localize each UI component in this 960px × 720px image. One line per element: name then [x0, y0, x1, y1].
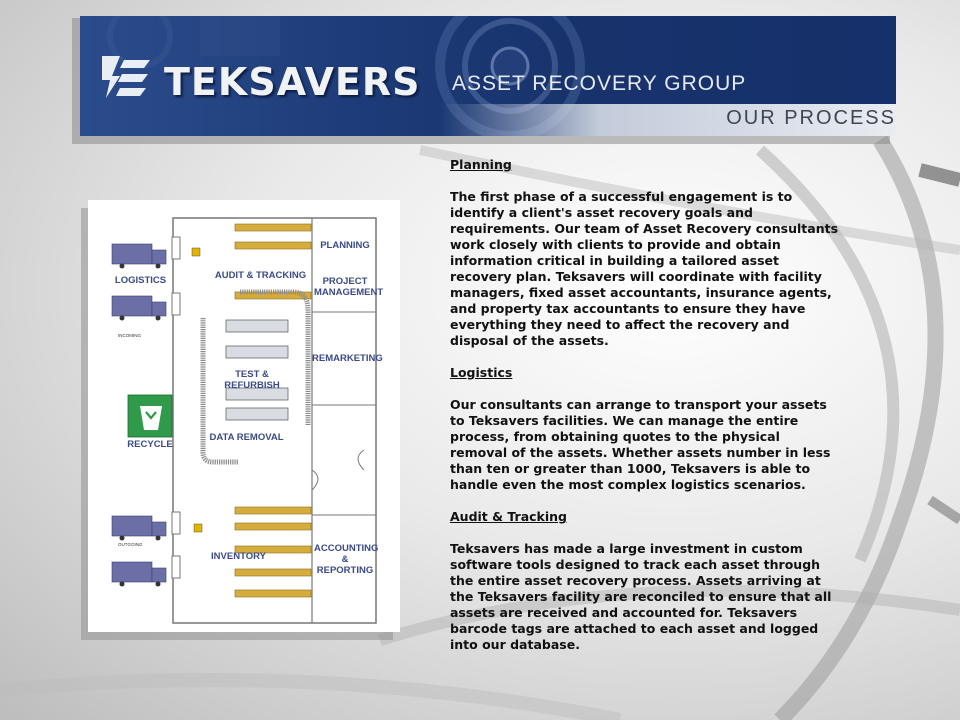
area-audit-tracking: AUDIT & TRACKING	[214, 270, 307, 281]
area-planning: PLANNING	[320, 240, 370, 251]
area-project-management: PROJECT MANAGEMENT	[314, 276, 384, 298]
heading-band	[440, 104, 896, 136]
process-content: Planning The first phase of a successful…	[450, 157, 840, 669]
gear-graphic	[107, 16, 585, 136]
pallet-rack-top	[234, 223, 312, 300]
area-test-refurbish: TEST & REFURBISH	[224, 369, 280, 391]
truck-label-outgoing: OUTGOING	[118, 542, 143, 547]
brand-subtitle: ASSET RECOVERY GROUP	[452, 72, 747, 95]
test-benches	[225, 319, 289, 421]
conveyor	[200, 289, 311, 465]
section-body-audit-tracking: Teksavers has made a large investment in…	[450, 541, 832, 652]
page-heading: OUR PROCESS	[726, 107, 896, 129]
truck-icon	[111, 243, 167, 583]
area-remarketing: REMARKETING	[312, 353, 383, 364]
section-body-planning: The first phase of a successful engageme…	[450, 189, 839, 348]
truck-label-incoming: INCOMING	[118, 333, 141, 338]
section-body-logistics: Our consultants can arrange to transport…	[450, 397, 831, 492]
section-heading-planning: Planning	[450, 157, 512, 172]
area-accounting: ACCOUNTING & REPORTING	[314, 543, 379, 576]
floor-plan-drawing	[111, 217, 377, 624]
facility-floor-plan: PLANNING PROJECT MANAGEMENT REMARKETING …	[88, 200, 400, 632]
header-banner: TEKSAVERS ASSET RECOVERY GROUP OUR PROCE…	[80, 16, 896, 136]
teksavers-logo-icon	[102, 56, 150, 98]
area-data-removal: DATA REMOVAL	[209, 432, 284, 443]
area-recycle: RECYCLE	[127, 439, 173, 450]
brand-name: TEKSAVERS	[164, 60, 421, 104]
area-inventory: INVENTORY	[211, 551, 266, 562]
section-heading-logistics: Logistics	[450, 365, 513, 380]
section-heading-audit-tracking: Audit & Tracking	[450, 509, 567, 524]
area-logistics: LOGISTICS	[114, 275, 167, 286]
pallet-rack-bottom	[234, 506, 312, 598]
